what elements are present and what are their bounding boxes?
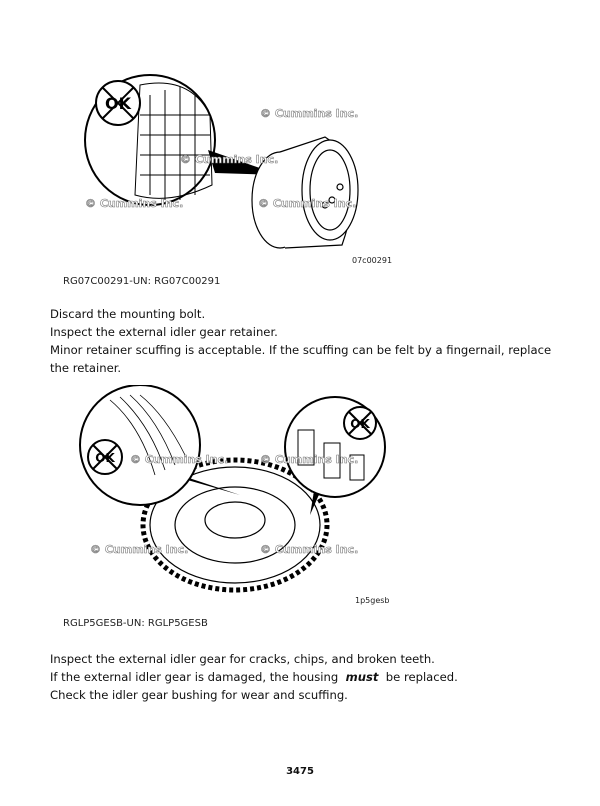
svg-text:© Cummins Inc.: © Cummins Inc. <box>260 453 358 466</box>
emphasis-must: must <box>345 670 379 684</box>
text-segment: be replaced. <box>385 670 458 684</box>
text-line: Inspect the external idler gear for crac… <box>50 652 435 666</box>
no-ok-symbol-icon: OK <box>95 80 141 126</box>
figure-caption: RG07C00291-UN: RG07C00291 <box>63 276 221 287</box>
svg-text:© Cummins Inc.: © Cummins Inc. <box>260 543 358 556</box>
figure-caption: RGLP5GESB-UN: RGLP5GESB <box>63 618 208 629</box>
text-line: Inspect the external idler gear retainer… <box>50 325 278 339</box>
paragraph-retainer: Discard the mounting bolt. Inspect the e… <box>50 305 560 377</box>
text-line: Check the idler gear bushing for wear an… <box>50 688 348 702</box>
svg-text:© Cummins Inc.: © Cummins Inc. <box>258 197 356 210</box>
ok-symbol-icon: OK <box>343 406 377 440</box>
svg-text:© Cummins Inc.: © Cummins Inc. <box>85 197 183 210</box>
svg-text:© Cummins Inc.: © Cummins Inc. <box>260 107 358 120</box>
retainer-illustration: OK © Cummins Inc. © Cummins Inc. © Cummi… <box>84 74 359 249</box>
text-line: the retainer. <box>50 361 122 375</box>
idler-gear-illustration: OK OK © Cummins Inc. © Cummins Inc. © Cu… <box>79 385 386 593</box>
no-ok-symbol-icon: OK <box>87 439 123 475</box>
figure-code: 07c00291 <box>352 256 393 265</box>
svg-text:© Cummins Inc.: © Cummins Inc. <box>90 543 188 556</box>
text-line: If the external idler gear is damaged, t… <box>50 668 560 686</box>
text-line: Discard the mounting bolt. <box>50 307 206 321</box>
text-line: Minor retainer scuffing is acceptable. I… <box>50 343 552 357</box>
svg-text:© Cummins Inc.: © Cummins Inc. <box>130 453 228 466</box>
svg-text:© Cummins Inc.: © Cummins Inc. <box>180 153 278 166</box>
text-segment: If the external idler gear is damaged, t… <box>50 670 339 684</box>
figure-code: 1p5gesb <box>355 596 390 605</box>
page-number: 3475 <box>286 766 314 777</box>
paragraph-idler-gear: Inspect the external idler gear for crac… <box>50 650 560 704</box>
